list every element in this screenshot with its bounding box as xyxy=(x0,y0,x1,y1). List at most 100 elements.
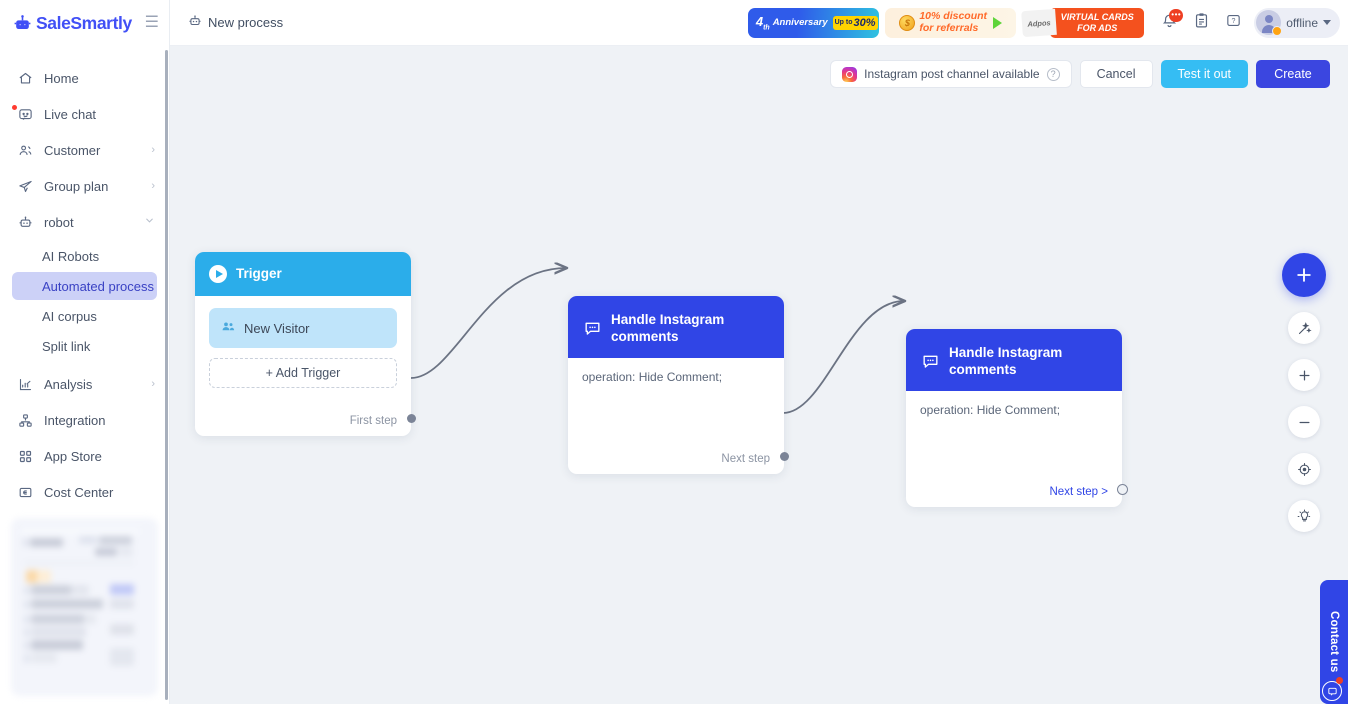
sidebar-item-ai-corpus[interactable]: AI corpus xyxy=(12,302,157,330)
question-icon: ? xyxy=(1225,12,1242,34)
adpos-tag: Adpos xyxy=(1021,8,1058,37)
sidebar-label-app-store: App Store xyxy=(44,448,102,464)
brand-header: SaleSmartly ☰ xyxy=(0,0,169,46)
topbar: New process 4th Anniversary Up to 30% $ … xyxy=(170,0,1348,46)
users-icon xyxy=(17,142,33,158)
test-it-out-button[interactable]: Test it out xyxy=(1160,60,1248,88)
comment-bubble-icon xyxy=(582,318,602,338)
sidebar-item-ai-robots[interactable]: AI Robots xyxy=(12,242,157,270)
process-title: New process xyxy=(188,14,283,31)
status-indicator xyxy=(1272,26,1283,36)
zoom-out-button[interactable] xyxy=(1288,406,1320,438)
notifications-button[interactable]: ••• xyxy=(1156,8,1184,36)
trigger-node-title: Trigger xyxy=(236,266,282,282)
flow-canvas[interactable]: Instagram post channel available ? Cance… xyxy=(170,46,1348,704)
action-node-2-body: operation: Hide Comment; xyxy=(906,391,1122,417)
fit-view-button[interactable] xyxy=(1288,453,1320,485)
sidebar-item-live-chat[interactable]: Live chat xyxy=(0,96,169,132)
sidebar-item-robot[interactable]: robot xyxy=(0,204,169,240)
trigger-node[interactable]: Trigger New Visitor + Add Trigger First … xyxy=(195,252,416,436)
brand-name: SaleSmartly xyxy=(36,12,132,33)
robot-icon xyxy=(17,214,33,230)
zoom-in-button[interactable] xyxy=(1288,359,1320,391)
magic-wand-button[interactable] xyxy=(1288,312,1320,344)
action-node-1[interactable]: Handle Instagram comments operation: Hid… xyxy=(568,296,789,474)
sidebar-item-analysis[interactable]: Analysis › xyxy=(0,366,169,402)
trigger-node-footer: First step xyxy=(350,415,397,427)
edge-trigger-to-node-a xyxy=(410,268,566,379)
sidebar: SaleSmartly ☰ Home Live chat xyxy=(0,0,170,704)
action-node-1-footer-label: Next step xyxy=(721,453,770,465)
action-node-2-output-handle[interactable] xyxy=(1116,484,1128,495)
promo-anniversary-banner[interactable]: 4th Anniversary Up to 30% xyxy=(748,7,880,38)
grid-icon xyxy=(17,448,33,464)
user-status-dropdown[interactable]: offline xyxy=(1254,7,1340,38)
action-node-1-header: Handle Instagram comments xyxy=(568,296,784,358)
clipboard-icon xyxy=(1193,12,1210,34)
trigger-chip-label: New Visitor xyxy=(244,320,310,336)
virtual-cards-label: VIRTUAL CARDS FOR ADS xyxy=(1050,7,1145,38)
action-node-2-footer[interactable]: Next step > xyxy=(1050,486,1109,498)
promo-widget-blurred[interactable] xyxy=(11,518,158,696)
chevron-down-icon xyxy=(144,215,155,229)
sidebar-label-group-plan: Group plan xyxy=(44,178,109,194)
action-node-1-output-handle[interactable] xyxy=(779,452,789,461)
tasks-button[interactable] xyxy=(1188,10,1214,36)
sidebar-item-integration[interactable]: Integration xyxy=(0,402,169,438)
sidebar-item-customer[interactable]: Customer › xyxy=(0,132,169,168)
sidebar-item-cost-center[interactable]: Cost Center xyxy=(0,474,169,510)
sidebar-label-split-link: Split link xyxy=(42,338,91,354)
referral-text: 10% discount for referrals xyxy=(919,11,987,33)
promo-ads-banner[interactable]: Adpos VIRTUAL CARDS FOR ADS xyxy=(1021,7,1145,38)
hamburger-icon[interactable]: ☰ xyxy=(144,14,159,31)
help-button[interactable]: ? xyxy=(1220,10,1246,36)
sidebar-item-automated-process[interactable]: Automated process xyxy=(12,272,157,300)
sidebar-label-ai-corpus: AI corpus xyxy=(42,308,97,324)
sidebar-label-ai-robots: AI Robots xyxy=(42,248,100,264)
cancel-button[interactable]: Cancel xyxy=(1079,60,1153,88)
sidebar-label-automated-process: Automated process xyxy=(42,278,155,294)
contact-chat-bubble[interactable] xyxy=(1322,681,1342,701)
sidebar-item-app-store[interactable]: App Store xyxy=(0,438,169,474)
notification-badge: ••• xyxy=(1169,8,1184,22)
promo-referral-banner[interactable]: $ 10% discount for referrals xyxy=(885,7,1017,38)
action-node-1-body: operation: Hide Comment; xyxy=(568,358,784,384)
action-node-2-title: Handle Instagram comments xyxy=(949,344,1063,377)
sidebar-label-robot: robot xyxy=(44,214,74,230)
canvas-toolbar xyxy=(1282,253,1326,532)
contact-us-label: Contact us xyxy=(1328,611,1340,673)
trigger-chip-new-visitor[interactable]: New Visitor xyxy=(209,308,397,348)
anniversary-label: Anniversary xyxy=(772,17,828,28)
sidebar-label-live-chat: Live chat xyxy=(44,106,97,122)
add-trigger-button[interactable]: + Add Trigger xyxy=(209,358,397,388)
trigger-output-handle[interactable] xyxy=(406,414,416,423)
add-node-button[interactable] xyxy=(1282,253,1326,297)
trigger-node-body: New Visitor + Add Trigger xyxy=(195,296,411,388)
hint-button[interactable] xyxy=(1288,500,1320,532)
anniversary-pill-value: 30% xyxy=(853,16,876,29)
chevron-right-icon: › xyxy=(151,378,155,390)
sidebar-label-analysis: Analysis xyxy=(44,376,93,392)
action-node-2-footer-label: Next step > xyxy=(1049,486,1109,498)
sidebar-label-home: Home xyxy=(44,70,79,86)
play-arrow-icon xyxy=(993,16,1003,29)
referral-line1: 10% discount xyxy=(919,10,988,23)
sidebar-item-home[interactable]: Home xyxy=(0,60,169,96)
sidebar-nav: Home Live chat Customer › G xyxy=(0,46,169,510)
action-node-2[interactable]: Handle Instagram comments operation: Hid… xyxy=(906,329,1128,507)
play-icon xyxy=(209,265,227,283)
trigger-footer-label: First step xyxy=(349,415,397,427)
process-title-text: New process xyxy=(208,15,284,30)
sidebar-item-split-link[interactable]: Split link xyxy=(12,332,157,360)
unread-dot xyxy=(12,105,17,110)
action-node-1-title: Handle Instagram comments xyxy=(611,311,725,344)
coin-icon: $ xyxy=(899,14,916,31)
instagram-icon xyxy=(842,66,858,82)
create-button[interactable]: Create xyxy=(1256,60,1330,88)
channel-available-chip[interactable]: Instagram post channel available ? xyxy=(830,60,1072,88)
robot-logo-icon xyxy=(13,14,32,33)
sidebar-item-group-plan[interactable]: Group plan › xyxy=(0,168,169,204)
sidebar-scrollbar[interactable] xyxy=(165,50,168,700)
question-icon[interactable]: ? xyxy=(1046,67,1060,81)
